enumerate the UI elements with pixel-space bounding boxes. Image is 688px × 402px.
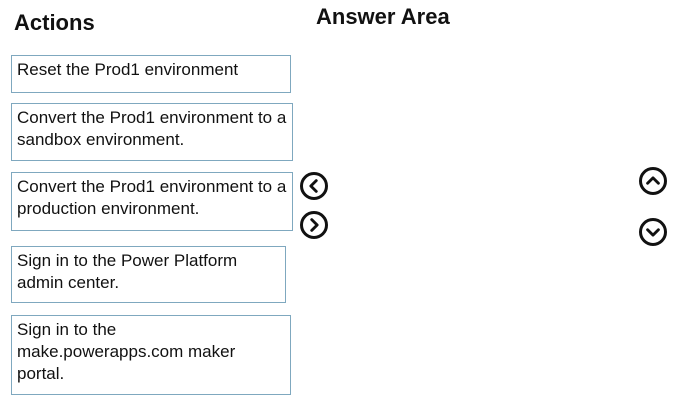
action-item-sign-in-maker-portal[interactable]: Sign in to the make.powerapps.com maker … xyxy=(11,315,291,395)
action-item-label: Sign in to the make.powerapps.com maker … xyxy=(17,320,236,383)
action-item-label: Reset the Prod1 environment xyxy=(17,60,239,79)
action-item-reset-prod1[interactable]: Reset the Prod1 environment xyxy=(11,55,291,93)
answer-area[interactable] xyxy=(345,40,625,395)
chevron-left-icon xyxy=(309,179,318,193)
chevron-right-icon xyxy=(310,218,319,232)
action-item-sign-in-admin-center[interactable]: Sign in to the Power Platform admin cent… xyxy=(11,246,286,303)
action-item-label: Convert the Prod1 environment to a produ… xyxy=(17,177,287,218)
chevron-up-icon xyxy=(646,176,660,185)
move-right-button[interactable] xyxy=(300,211,328,239)
action-item-convert-to-sandbox[interactable]: Convert the Prod1 environment to a sandb… xyxy=(11,103,293,161)
actions-heading: Actions xyxy=(14,10,95,35)
chevron-down-icon xyxy=(646,228,660,237)
action-item-label: Sign in to the Power Platform admin cent… xyxy=(17,251,238,292)
move-left-button[interactable] xyxy=(300,172,328,200)
move-up-button[interactable] xyxy=(639,167,667,195)
action-item-convert-to-production[interactable]: Convert the Prod1 environment to a produ… xyxy=(11,172,293,231)
action-item-label: Convert the Prod1 environment to a sandb… xyxy=(17,108,287,149)
answer-area-heading: Answer Area xyxy=(316,4,450,29)
move-down-button[interactable] xyxy=(639,218,667,246)
